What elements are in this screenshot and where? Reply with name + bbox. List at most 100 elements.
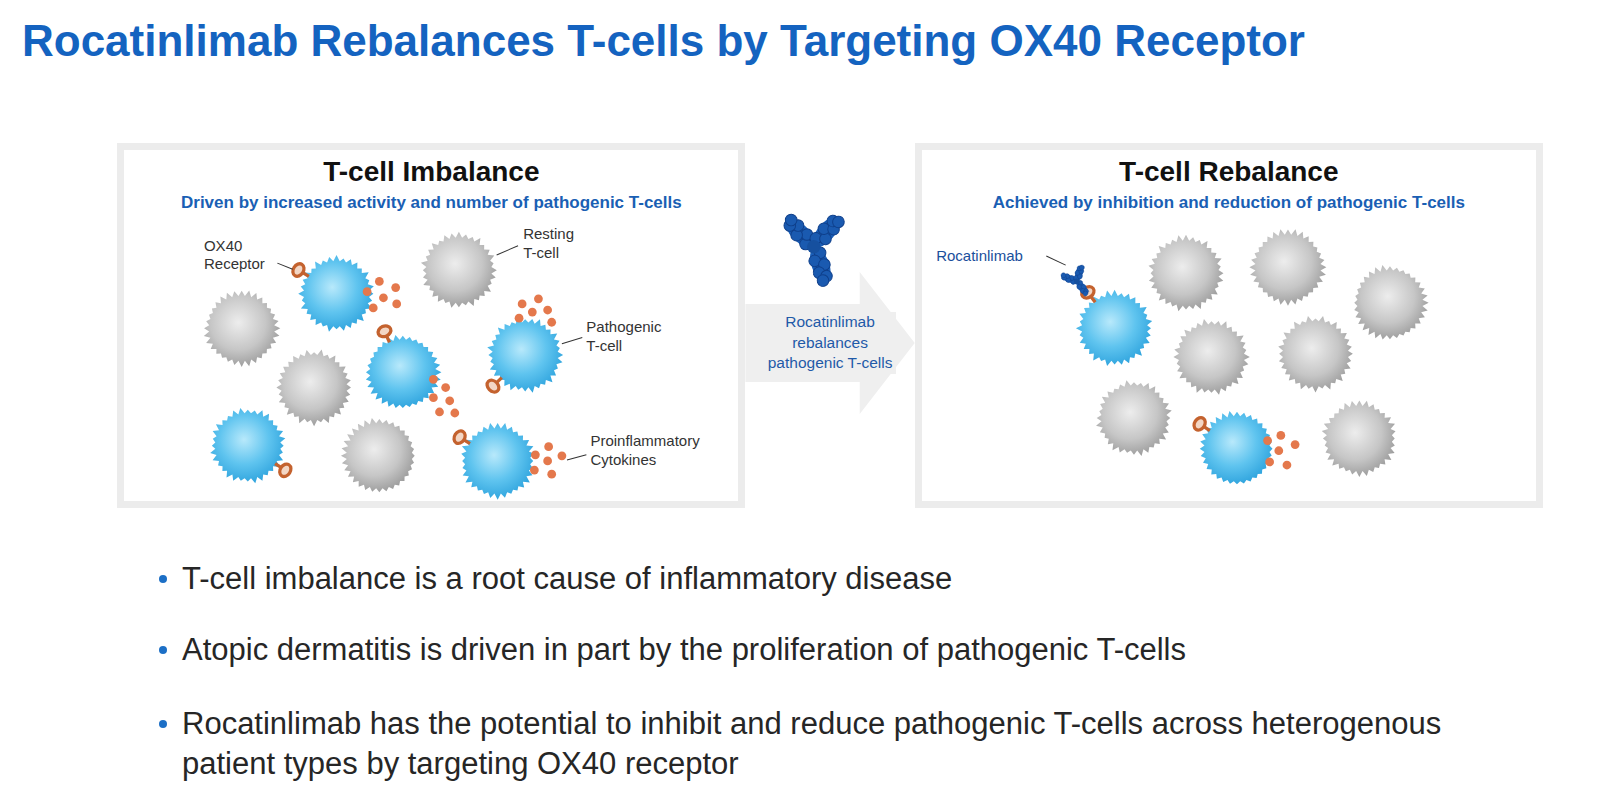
cytokine — [435, 408, 444, 417]
receptor-head — [376, 324, 392, 339]
callout-label: Rocatinlimab — [936, 247, 1023, 266]
resting-t-cell — [204, 290, 280, 366]
bullet-text: T-cell imbalance is a root cause of infl… — [182, 559, 1447, 599]
panel-subtitle: Achieved by inhibition and reduction of … — [922, 192, 1536, 213]
antibody-arm — [1074, 279, 1090, 296]
cytokine — [445, 396, 454, 405]
bullet-text: Rocatinlimab has the potential to inhibi… — [182, 704, 1447, 784]
resting-t-cell — [276, 350, 351, 427]
cytokine — [1263, 436, 1272, 445]
ox40-receptor — [291, 262, 313, 282]
pathogenic-t-cell — [298, 255, 374, 332]
panel-heading: T-cell Imbalance — [124, 155, 738, 189]
cytokine — [543, 306, 552, 315]
antibody-lobe — [816, 273, 831, 288]
cytokine — [1274, 446, 1283, 455]
callout-label: Resting T-cell — [523, 225, 585, 263]
cytokine — [1276, 431, 1285, 440]
cytokine — [530, 466, 539, 475]
cytokine — [369, 304, 378, 313]
cytokine — [528, 308, 537, 317]
bullet-dot — [159, 720, 167, 728]
cytokine — [429, 375, 438, 384]
callout-label: OX40 Receptor — [204, 237, 276, 275]
cytokine — [379, 293, 388, 302]
arrow-label: Rocatinlimab rebalances pathogenic T-cel… — [764, 312, 896, 375]
ox40-receptor — [452, 429, 474, 449]
leader-line — [277, 263, 292, 269]
cytokine — [391, 283, 400, 292]
bullet-dot — [159, 575, 167, 583]
cytokine — [558, 451, 567, 460]
ox40-receptor — [1192, 415, 1214, 436]
receptor-head — [1192, 415, 1208, 432]
cytokine — [534, 294, 543, 303]
resting-t-cell — [1148, 235, 1223, 311]
cytokine — [429, 393, 438, 402]
pathogenic-t-cell — [1076, 290, 1152, 366]
resting-t-cell — [1322, 400, 1396, 477]
leader-line — [497, 246, 518, 255]
resting-t-cell — [341, 418, 415, 492]
cytokine — [1265, 458, 1274, 467]
antibody — [778, 209, 847, 288]
resting-t-cell — [421, 232, 497, 308]
pathogenic-t-cell — [461, 423, 534, 500]
resting-t-cell — [1096, 380, 1172, 456]
pathogenic-t-cell — [1200, 411, 1273, 484]
pathogenic-t-cell — [366, 335, 442, 408]
bullet-dot — [159, 646, 167, 654]
cytokine — [441, 383, 450, 392]
antibody-lobe — [830, 214, 846, 230]
receptor-head — [1080, 284, 1097, 300]
antibody-lobe — [1079, 265, 1085, 271]
resting-t-cell — [1278, 316, 1353, 393]
ox40-receptor — [1080, 284, 1101, 306]
cytokine — [450, 409, 459, 418]
cytokine — [544, 442, 553, 451]
cytokine — [363, 287, 372, 296]
receptor-head — [452, 429, 468, 446]
block-arrow — [745, 272, 914, 414]
bullet-text: Atopic dermatitis is driven in part by t… — [182, 630, 1447, 670]
antibody-hinge — [1074, 279, 1080, 285]
panel: T-cell RebalanceAchieved by inhibition a… — [915, 143, 1543, 508]
receptor-head — [291, 262, 307, 279]
cytokine — [543, 457, 552, 466]
ox40-receptor — [485, 373, 507, 395]
cytokine — [1291, 440, 1300, 449]
ox40-receptor — [376, 324, 395, 345]
resting-t-cell — [1354, 265, 1428, 340]
antibody-lobe — [783, 212, 799, 228]
antibody-lobe — [1060, 272, 1066, 278]
pathogenic-t-cell — [210, 408, 285, 483]
title: Rocatinlimab Rebalances T-cells by Targe… — [22, 16, 1305, 66]
panel-subtitle: Driven by increased activity and number … — [124, 192, 738, 213]
receptor-head — [277, 462, 293, 479]
resting-t-cell — [1173, 319, 1249, 395]
cytokine — [375, 277, 384, 286]
cytokine — [518, 300, 527, 309]
leader-line — [1046, 256, 1065, 265]
leader-line — [567, 455, 586, 460]
callout-label: Pathogenic T-cell — [586, 318, 674, 356]
cytokine — [392, 300, 401, 309]
cytokine — [1283, 461, 1292, 470]
callout-label: Proinflammatory Cytokines — [590, 432, 720, 470]
resting-t-cell — [1249, 229, 1326, 306]
leader-line — [562, 338, 582, 344]
cytokine — [547, 470, 556, 479]
pathogenic-t-cell — [487, 318, 563, 393]
cytokine — [515, 314, 524, 323]
panel-heading: T-cell Rebalance — [922, 155, 1536, 189]
antibody-hinge — [807, 240, 821, 254]
receptor-head — [485, 378, 502, 395]
ox40-receptor — [271, 458, 293, 479]
cytokine — [547, 318, 556, 327]
antibody — [1059, 264, 1091, 297]
antibody-lobe — [1082, 290, 1089, 297]
cytokine — [531, 450, 540, 459]
